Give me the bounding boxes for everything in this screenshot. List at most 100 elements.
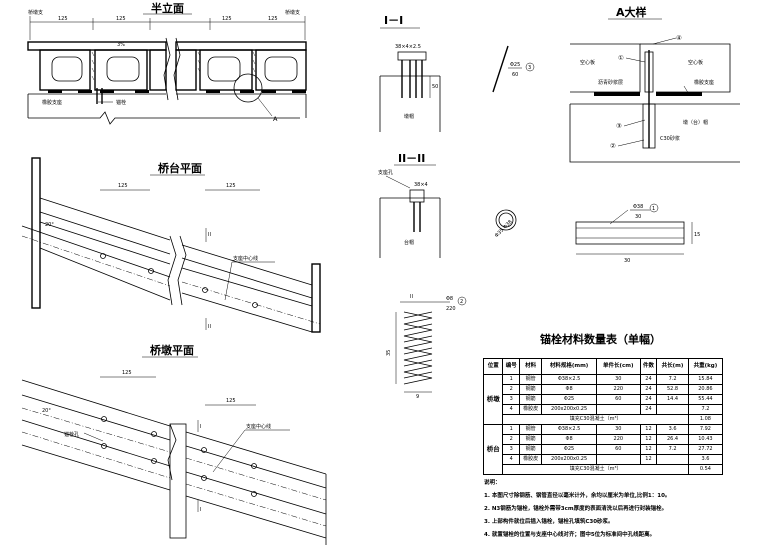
table-cell: 55.44 — [687, 394, 724, 405]
abutment-cut-mark-top: II — [208, 232, 211, 238]
table-cell: Φ8 — [541, 384, 597, 395]
table-header-cell: 单件长(cm) — [595, 358, 641, 375]
plate-len: 30 — [635, 214, 641, 220]
table-cell: 钢筋 — [519, 434, 543, 445]
notes-heading: 说明： — [484, 480, 501, 486]
table-row: 4 橡胶皮 200x200x0.25 24 7.2 — [484, 404, 724, 415]
half-elev-bolt-label: 锚栓 — [116, 99, 126, 106]
table-cell — [656, 454, 689, 465]
section-i-base-label: 墩帽 — [404, 113, 414, 120]
half-elev-end-left: 桥墩支 — [28, 9, 43, 16]
table-cell: 2 — [502, 434, 521, 445]
section-ii-dim-top: 38×4 — [414, 182, 428, 188]
section-ii-view: II－II 支座孔 38×4 台帽 — [378, 152, 441, 258]
table-cell: 钢筋 — [519, 444, 543, 455]
table-total-row: 填充C30混凝土（m³） 1.08 — [484, 414, 724, 425]
detail-a-fill-label: 沥青砂浆层 — [598, 79, 623, 86]
half-elev-end-right: 桥墩支 — [285, 9, 300, 16]
table-cell: 30 — [595, 374, 641, 385]
abutment-angle: 20° — [45, 222, 54, 228]
half-elev-dim-4: 125 — [268, 16, 278, 22]
table-header-cell: 材料规格(mm) — [541, 358, 597, 375]
table-cell: 60 — [595, 394, 641, 405]
coil2-height: 35 — [386, 350, 392, 356]
half-elevation-title: 半立面 — [151, 1, 184, 15]
material-table: 位置 编号 材料 材料规格(mm) 单件长(cm) 件数 共长(m) 共重(kg… — [482, 358, 724, 475]
section-i-dim-side: 50 — [432, 84, 438, 90]
pier-plan-title: 桥墩平面 — [150, 343, 194, 357]
table-header-cell: 位置 — [482, 358, 504, 375]
detail-a-num-3: ③ — [616, 122, 622, 130]
plate-num: 1 — [652, 206, 655, 212]
plate-dim-length: 30 — [624, 258, 630, 264]
section-ii-base-label: 台帽 — [404, 239, 414, 246]
table-row: 2 钢筋 Φ8 220 24 52.8 20.86 — [484, 384, 724, 395]
notes-block: 说明： 1. 本图尺寸除钢筋、钢管直径以毫米计外，余均以厘米为单位,比例1：10… — [484, 478, 754, 543]
table-cell: 12 — [639, 424, 658, 435]
section-i-dim-top: 38×4×2.5 — [395, 44, 421, 50]
table-cell: 20.86 — [687, 384, 724, 395]
table-cell: 2 — [502, 384, 521, 395]
table-header-cell: 共长(m) — [656, 358, 689, 375]
detail-a-mortar-label: C30砂浆 — [660, 135, 680, 142]
detail-a-title: A大样 — [616, 5, 647, 19]
table-cell: 10.43 — [687, 434, 724, 445]
table-cell — [656, 404, 689, 415]
section-ii-title: II－II — [398, 152, 425, 165]
table-cell: 24 — [639, 384, 658, 395]
abutment-center-label: 支座中心线 — [233, 255, 258, 262]
table-cell: 26.4 — [656, 434, 689, 445]
half-elev-bearing-label: 橡胶支座 — [42, 99, 62, 106]
pier-cut-mark-bottom: I — [200, 507, 201, 513]
plate-1-detail: Φ38 30 1 30 15 — [575, 203, 700, 264]
abutment-dim-2: 125 — [226, 183, 236, 189]
table-cell: 3 — [502, 444, 521, 455]
bar-3-detail: Φ25 60 3 — [492, 45, 535, 93]
table-cell — [595, 454, 641, 465]
pier-dim-2: 125 — [226, 398, 236, 404]
bar3-dia: Φ25 — [510, 62, 520, 68]
table-cell: 14.4 — [656, 394, 689, 405]
note-item: 1. 本图尺寸除钢筋、钢管直径以毫米计外，余均以厘米为单位,比例1：10。 — [484, 493, 671, 499]
table-cell: Φ25 — [541, 444, 597, 455]
table-header-cell: 编号 — [502, 358, 521, 375]
table-header-cell: 材料 — [519, 358, 543, 375]
pier-hole-label: 锚栓孔 — [64, 431, 79, 438]
table-total-row: 填充C30混凝土（m³） 0.54 — [484, 464, 724, 475]
table-cell: 3 — [502, 394, 521, 405]
table-cell: 30 — [595, 424, 641, 435]
table-row: 桥台 1 钢管 Φ38×2.5 30 12 3.6 7.92 — [482, 424, 724, 475]
table-cell: 220 — [595, 434, 641, 445]
table-cell: 12 — [639, 454, 658, 465]
bar3-len: 60 — [512, 72, 518, 78]
table-cell: 60 — [595, 444, 641, 455]
detail-a-num-1: ① — [618, 54, 624, 62]
detail-a-bearing-label: 橡胶支座 — [694, 79, 714, 86]
table-cell: 3.6 — [656, 424, 689, 435]
section-i-title: I－I — [384, 14, 403, 27]
half-elev-detail-mark: A — [273, 115, 278, 123]
table-cell: 200x200x0.25 — [541, 404, 597, 415]
table-cell: 12 — [639, 434, 658, 445]
coil2-dia: Φ8 — [446, 296, 453, 302]
pier-dim-1: 125 — [122, 370, 132, 376]
table-cell: 橡胶皮 — [519, 454, 543, 465]
table-cell: 3.6 — [687, 454, 724, 465]
table-cell: 7.2 — [656, 444, 689, 455]
section-ii-hole-label: 支座孔 — [378, 169, 393, 176]
section-i-view: I－I 38×4×2.5 50 墩帽 — [379, 14, 441, 132]
table-row: 2 钢筋 Φ8 220 12 26.4 10.43 — [484, 434, 724, 445]
table-row: 桥墩 1 钢管 Φ38×2.5 30 24 7.2 15.84 — [482, 374, 724, 425]
coil-2-detail: II Φ8 220 2 35 9 — [386, 294, 467, 400]
detail-a-num-2: ② — [610, 142, 616, 150]
note-item: 3. 上部构件就位后插入锚栓，锚栓孔填筑C30砂浆。 — [484, 519, 614, 525]
table-cell: 钢管 — [519, 374, 543, 385]
plate-dim-side: 15 — [694, 232, 700, 238]
table-cell: 4 — [502, 404, 521, 415]
pier-angle: 20° — [42, 408, 51, 414]
half-elev-slope: 3% — [117, 42, 125, 48]
coil2-base: 9 — [416, 394, 419, 400]
table-cell: 12 — [639, 444, 658, 455]
table-cell: 钢筋 — [519, 394, 543, 405]
